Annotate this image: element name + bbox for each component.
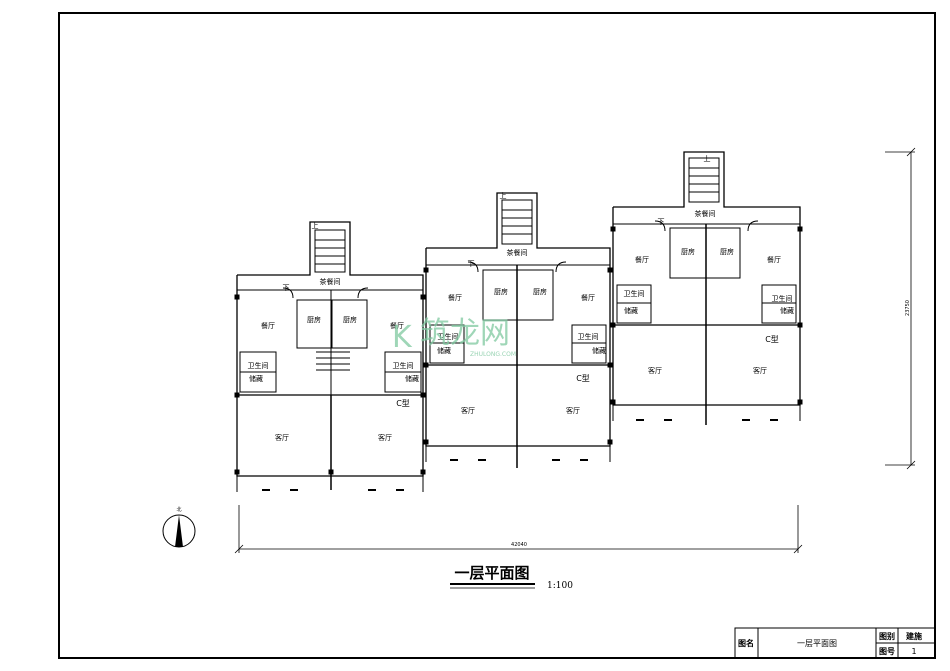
type-label-b2: C型 — [576, 374, 590, 383]
room-tea-b2: 茶餐间 — [507, 248, 528, 257]
room-kitchen-b2-right: 厨房 — [533, 287, 547, 296]
room-bath-b2-right: 卫生间 — [578, 332, 599, 341]
room-storage-b1-left: 储藏 — [249, 374, 263, 383]
room-bath-b1-left: 卫生间 — [248, 361, 269, 370]
room-living-b2-left: 客厅 — [461, 406, 475, 415]
room-living-b1-right: 客厅 — [378, 433, 392, 442]
room-living-b1-left: 客厅 — [275, 433, 289, 442]
title-block-name-value: 一层平面图 — [797, 639, 837, 648]
room-storage-b1-right: 储藏 — [405, 374, 419, 383]
stair-up-b1: 上 — [312, 221, 319, 230]
title-block-number-label: 图号 — [879, 647, 895, 656]
room-kitchen-b3-right: 厨房 — [720, 247, 734, 256]
building-middle — [423, 192, 613, 468]
type-label-b3: C型 — [765, 335, 779, 344]
room-living-b3-left: 客厅 — [648, 366, 662, 375]
drawing-scale: 1:100 — [547, 581, 573, 591]
room-storage-b3-left: 储藏 — [624, 306, 638, 315]
stair-down-b1: 下 — [283, 284, 290, 292]
room-dining-b1-right: 餐厅 — [390, 321, 404, 330]
room-dining-b2-left: 餐厅 — [448, 293, 462, 302]
dimension-height-text: 23750 — [905, 300, 911, 316]
room-bath-b3-left: 卫生间 — [624, 289, 645, 298]
room-storage-b2-right: 储藏 — [592, 346, 606, 355]
north-arrow-icon — [162, 514, 196, 548]
stair-up-b2: 上 — [500, 191, 507, 200]
room-kitchen-b3-left: 厨房 — [681, 247, 695, 256]
stair-up-b3: 上 — [704, 154, 711, 163]
room-living-b2-right: 客厅 — [566, 406, 580, 415]
room-dining-b2-right: 餐厅 — [581, 293, 595, 302]
room-kitchen-b1-left: 厨房 — [307, 315, 321, 324]
title-block-category-label: 图别 — [879, 632, 895, 641]
room-tea-b3: 茶餐间 — [695, 209, 716, 218]
dimension-width-text: 42040 — [511, 542, 527, 548]
building-left — [234, 221, 426, 492]
title-block-category-value: 建施 — [905, 631, 922, 641]
watermark-text: 筑龙网 — [420, 316, 510, 351]
room-bath-b1-right: 卫生间 — [393, 361, 414, 370]
watermark-sub: ZHULONG.COM — [470, 351, 516, 358]
stair-down-b2: 下 — [468, 260, 475, 268]
room-storage-b3-right: 储藏 — [780, 306, 794, 315]
title-block-name-label: 图名 — [738, 638, 754, 648]
room-kitchen-b2-left: 厨房 — [494, 287, 508, 296]
type-label-b1: C型 — [396, 399, 410, 408]
title-block-number-value: 1 — [911, 647, 916, 656]
watermark: K 筑龙网 ZHULONG.COM — [392, 316, 516, 358]
room-dining-b1-left: 餐厅 — [261, 321, 275, 330]
room-dining-b3-right: 餐厅 — [767, 255, 781, 264]
stair-down-b3: 下 — [658, 218, 665, 226]
watermark-logo: K — [392, 320, 413, 355]
dimension-horizontal — [234, 505, 803, 554]
drawing-title: 一层平面图 — [454, 564, 529, 582]
room-living-b3-right: 客厅 — [753, 366, 767, 375]
north-label: 北 — [176, 506, 181, 513]
title-block — [734, 627, 936, 659]
room-storage-b2-left: 储藏 — [437, 346, 451, 355]
sheet-border — [58, 12, 936, 659]
room-tea-b1: 茶餐间 — [320, 277, 341, 286]
room-kitchen-b1-right: 厨房 — [343, 315, 357, 324]
building-right — [610, 151, 803, 425]
room-dining-b3-left: 餐厅 — [635, 255, 649, 264]
dimension-vertical — [885, 147, 916, 470]
room-bath-b2-left: 卫生间 — [438, 332, 459, 341]
room-bath-b3-right: 卫生间 — [772, 294, 793, 303]
